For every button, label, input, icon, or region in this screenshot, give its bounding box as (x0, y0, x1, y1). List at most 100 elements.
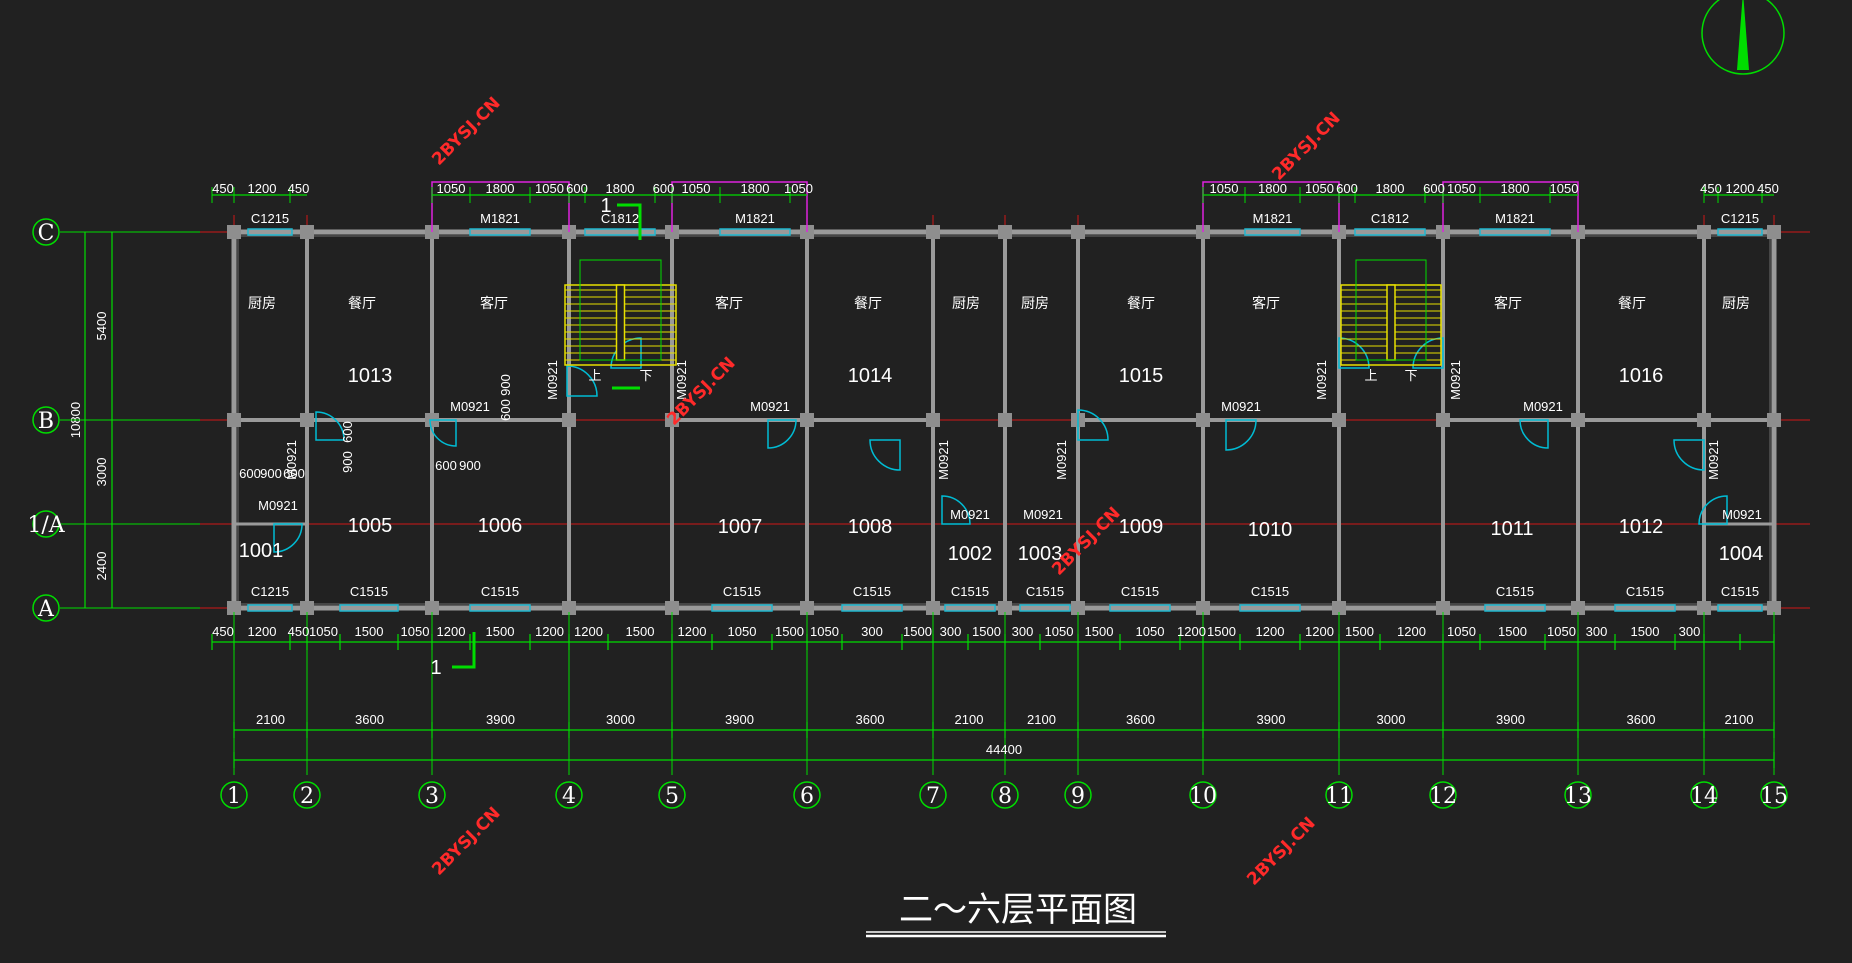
axis-bubble-2-label: 2 (300, 784, 314, 809)
dim-left-label-2: 2400 (94, 552, 109, 581)
column-4-2 (665, 601, 679, 615)
dim-bottom-detail-label-24: 1500 (1207, 624, 1236, 639)
axis-bubble-12-circle (1429, 781, 1457, 809)
dim-int-4: 600 (340, 421, 355, 443)
window-label-bottom-8: C1515 (1251, 584, 1289, 599)
drawing-title: 二～六层平面图 (866, 890, 1166, 938)
dim-bottom-axis-label-7: 2100 (1027, 712, 1056, 727)
dim-bottom-axis-label-4: 3900 (725, 712, 754, 727)
dim-bottom-detail-label-4: 1500 (355, 624, 384, 639)
axis-bubble-8-label: 8 (998, 784, 1012, 809)
door-6 (1225, 419, 1257, 451)
window-label-bottom-1: C1515 (350, 584, 388, 599)
column-6-1 (926, 413, 940, 427)
window-label-bottom-5: C1515 (951, 584, 989, 599)
dim-bottom-detail-label-28: 1200 (1397, 624, 1426, 639)
window-top-2 (584, 228, 656, 236)
dim-bottom-detail-label-15: 300 (861, 624, 883, 639)
door-11 (1698, 495, 1728, 525)
dim-int-2: 600 (283, 466, 305, 481)
dim-bottom-axis-label-2: 3900 (486, 712, 515, 727)
window-label-bottom-3: C1515 (723, 584, 761, 599)
window-bottom-1 (339, 604, 399, 612)
dim-bottom-detail-label-30: 1500 (1498, 624, 1527, 639)
watermark-0: 2BYSJ.CN (428, 93, 504, 169)
dim-bottom-detail-label-19: 300 (1012, 624, 1034, 639)
dim-bottom-detail-label-14: 1050 (810, 624, 839, 639)
dim-bottom-axis-label-5: 3600 (856, 712, 885, 727)
axis-bubble-1-circle (220, 781, 248, 809)
door-label-1: M0921 (750, 399, 790, 414)
watermark-1: 2BYSJ.CN (1268, 108, 1344, 184)
balcony-1 (671, 181, 808, 232)
door-3 (869, 439, 901, 471)
column-3-2 (562, 601, 576, 615)
axis-bubble-10-label: 10 (1189, 784, 1217, 809)
axis-bubble-9-label: 9 (1071, 784, 1085, 809)
dim-bottom-detail-label-29: 1050 (1447, 624, 1476, 639)
window-top-7 (1717, 228, 1763, 236)
room-function-5: 厨房 (952, 296, 980, 312)
stair-frame-0 (579, 259, 662, 361)
dim-top-label-23: 450 (1757, 181, 1779, 196)
dim-top-label-17: 600 (1423, 181, 1445, 196)
column-7-1 (998, 413, 1012, 427)
dim-bottom-axis-label-0: 2100 (256, 712, 285, 727)
column-14-1 (1767, 413, 1781, 427)
door-5 (1077, 409, 1109, 441)
dim-bottom-detail-label-22: 1050 (1136, 624, 1165, 639)
column-10-1 (1332, 413, 1346, 427)
dim-top-label-18: 1050 (1447, 181, 1476, 196)
room-function-7: 餐厅 (1127, 296, 1155, 312)
room-function-9: 客厅 (1494, 295, 1522, 312)
room-number-1009: 1009 (1119, 516, 1164, 538)
stairs (564, 259, 1442, 366)
dim-top-label-8: 600 (653, 181, 675, 196)
window-label-bottom-11: C1515 (1721, 584, 1759, 599)
dim-int-0: 600 (239, 466, 261, 481)
door-label-9: M0921 (674, 360, 689, 400)
dim-top-label-4: 1800 (486, 181, 515, 196)
dim-top-label-20: 1050 (1550, 181, 1579, 196)
column-6-2 (926, 601, 940, 615)
window-label-bottom-6: C1515 (1026, 584, 1064, 599)
dim-top-label-5: 1050 (535, 181, 564, 196)
dim-int-8: 900 (498, 374, 513, 396)
window-top-1 (469, 228, 531, 236)
window-bottom-3 (711, 604, 773, 612)
axis-bubble-3-circle (418, 781, 446, 809)
dim-bottom-detail-label-5: 1050 (401, 624, 430, 639)
axis-bubble-9-circle (1064, 781, 1092, 809)
door-label-8: M0921 (545, 360, 560, 400)
stair-down-1: 下 (1404, 368, 1417, 383)
axis-bubble-h-2-label: 1/A (27, 513, 65, 538)
column-5-1 (800, 413, 814, 427)
door-label-3: M0921 (1523, 399, 1563, 414)
dim-top-label-19: 1800 (1501, 181, 1530, 196)
stair-up-0: 上 (588, 368, 601, 383)
window-label-bottom-2: C1515 (481, 584, 519, 599)
column-2-2 (425, 601, 439, 615)
room-number-1012: 1012 (1619, 516, 1664, 538)
windows (247, 181, 1763, 612)
axis-bubble-6-label: 6 (800, 784, 814, 809)
dim-top-label-2: 450 (288, 181, 310, 196)
dim-bottom-axis-label-9: 3900 (1257, 712, 1286, 727)
column-0-2 (227, 601, 241, 615)
column-5-2 (800, 601, 814, 615)
dim-bottom-detail-label-10: 1500 (626, 624, 655, 639)
door-4 (941, 495, 971, 525)
axis-bubble-5-circle (658, 781, 686, 809)
column-6-0 (926, 225, 940, 239)
column-8-2 (1071, 601, 1085, 615)
room-number-1005: 1005 (348, 515, 393, 537)
dim-left-label-0: 5400 (94, 312, 109, 341)
door-label-14: M0921 (1054, 440, 1069, 480)
door-0 (566, 365, 598, 397)
dim-bottom-detail-label-1: 1200 (248, 624, 277, 639)
dim-bottom-detail-label-13: 1500 (775, 624, 804, 639)
room-number-1016: 1016 (1619, 365, 1664, 387)
dim-bottom-detail-label-12: 1050 (728, 624, 757, 639)
